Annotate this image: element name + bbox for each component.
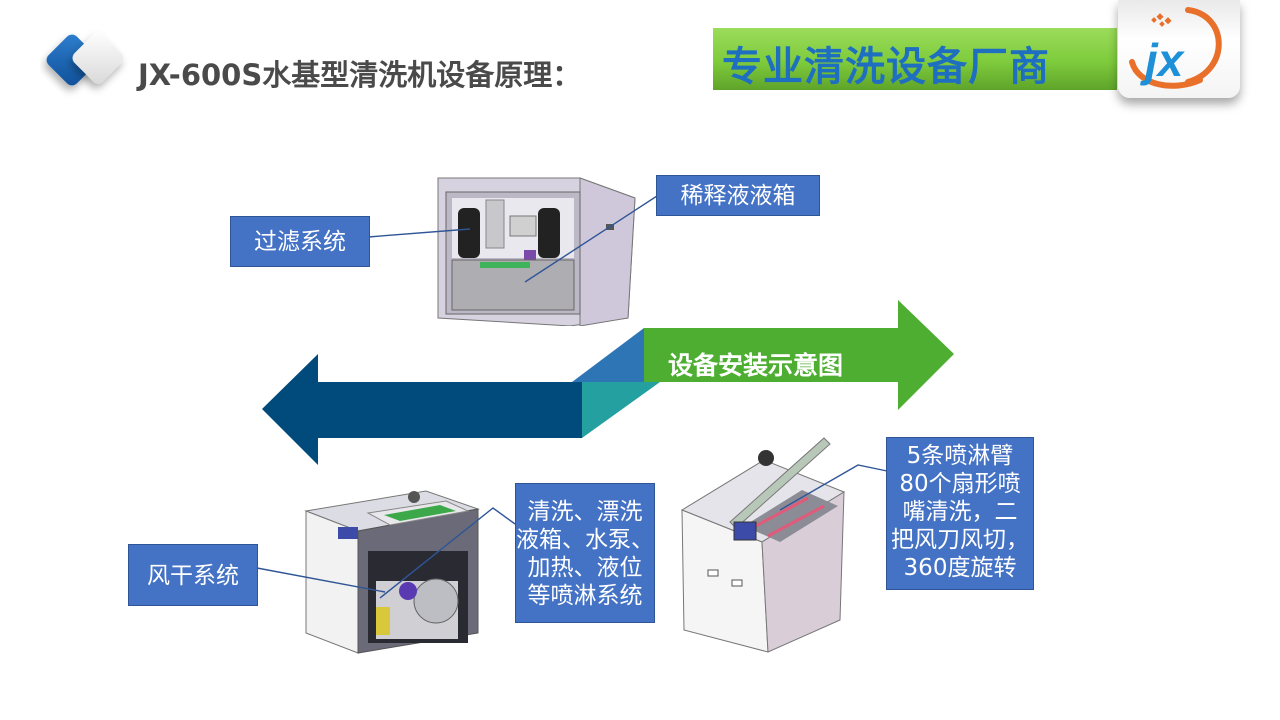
brand-badge: jx <box>1118 0 1240 98</box>
arrow-label: 设备安装示意图 <box>668 351 844 380</box>
slogan-banner <box>713 28 1117 90</box>
callout-dilution-tank: 稀释液液箱 <box>656 175 820 216</box>
brand-diamond-logo-icon <box>46 32 124 86</box>
double-arrow-graphic <box>262 300 954 465</box>
callout-spray-arms: 5条喷淋臂 80个扇形喷 嘴清洗，二 把风刀风切， 360度旋转 <box>886 437 1034 590</box>
machine-rear-view-image <box>430 168 636 326</box>
jx-logo-icon: jx <box>1129 7 1222 89</box>
callout-air-dry-system: 风干系统 <box>128 544 258 606</box>
svg-text:jx: jx <box>1140 34 1186 86</box>
callout-line: 加热、液位 <box>527 555 643 581</box>
callout-line: 液箱、水泵、 <box>516 527 654 553</box>
callout-spray-system: 清洗、漂洗 液箱、水泵、 加热、液位 等喷淋系统 <box>515 483 655 623</box>
callout-line: 等喷淋系统 <box>527 583 643 609</box>
callout-line: 360度旋转 <box>903 555 1017 581</box>
page-title: JX-600S水基型清洗机设备原理： <box>138 58 582 92</box>
callout-line: 把风刀风切， <box>891 527 1029 553</box>
machine-open-lid-view-image <box>672 430 848 656</box>
callout-line: 5条喷淋臂 <box>906 443 1014 469</box>
slogan-text: 专业清洗设备厂商 <box>722 44 1050 90</box>
callout-filter-system: 过滤系统 <box>230 216 370 267</box>
callout-line: 嘴清洗，二 <box>902 499 1018 525</box>
callout-line: 清洗、漂洗 <box>527 499 643 525</box>
callout-line: 80个扇形喷 <box>899 471 1021 497</box>
